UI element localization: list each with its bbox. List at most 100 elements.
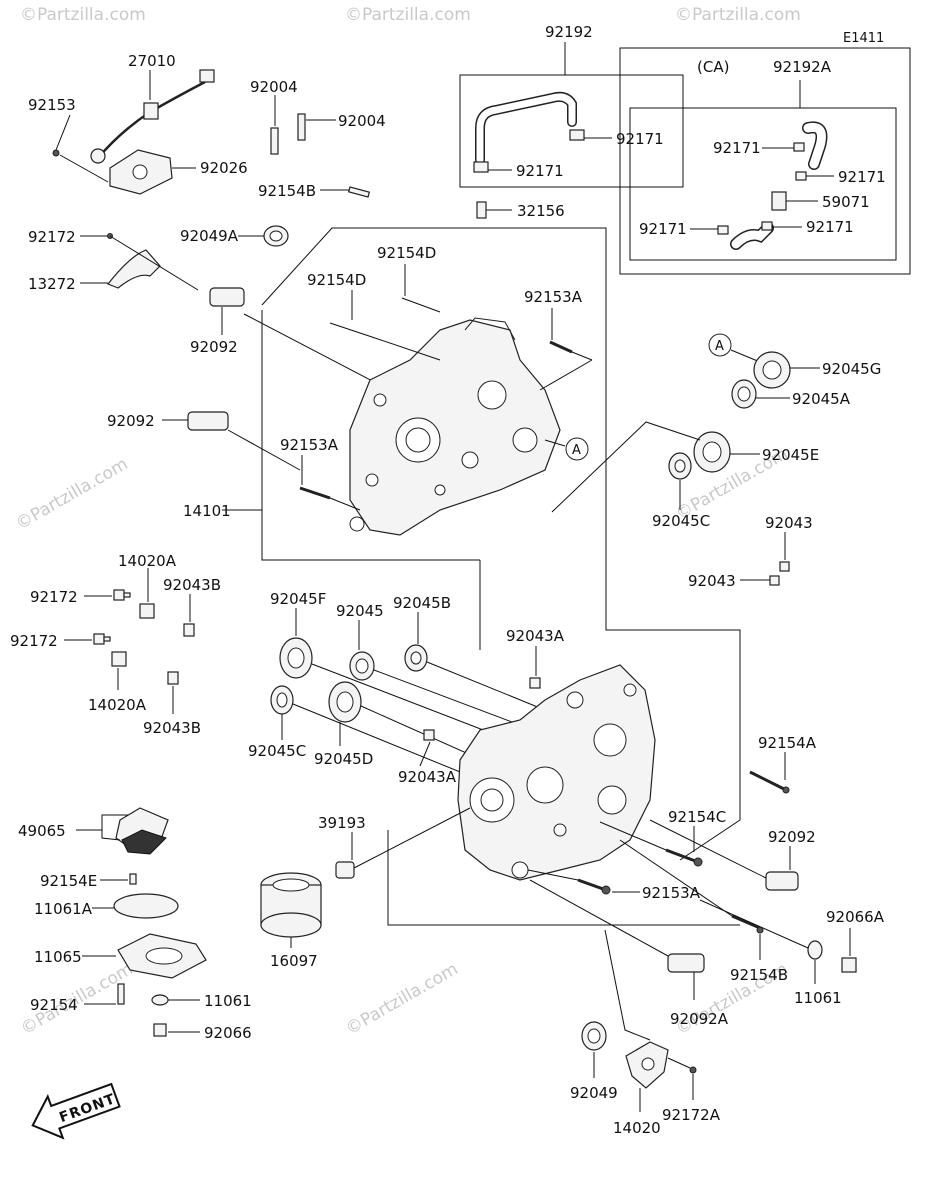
label-11061: 11061: [204, 992, 252, 1010]
label-92154a: 92154A: [758, 734, 817, 752]
label-92045b: 92045B: [393, 594, 451, 612]
label-92092: 92092: [768, 828, 816, 846]
label-92045c: 92045C: [248, 742, 306, 760]
label-92171: 92171: [516, 162, 564, 180]
stud-bolts-92004: [270, 95, 371, 198]
variant-label: (CA): [697, 58, 729, 76]
label-92045f: 92045F: [270, 590, 326, 608]
label-32156: 32156: [517, 202, 565, 220]
label-92043a: 92043A: [506, 627, 565, 645]
plate-13272: [107, 249, 161, 289]
label-11065: 11065: [34, 948, 82, 966]
label-11061a: 11061A: [34, 900, 93, 918]
label-49065: 49065: [18, 822, 66, 840]
label-92092a: 92092A: [670, 1010, 729, 1028]
watermark-text: ©Partzilla.com: [13, 454, 132, 534]
label-92049: 92049: [570, 1084, 618, 1102]
watermark-text: ©Partzilla.com: [343, 959, 462, 1039]
plug-92066a: [841, 957, 857, 973]
sensor-group-27010: [52, 69, 215, 195]
oil-filter-16097: [260, 872, 322, 938]
label-11061: 11061: [794, 989, 842, 1007]
clamp-part: [569, 129, 585, 141]
label-92043: 92043: [765, 514, 813, 532]
label-92045a: 92045A: [792, 390, 851, 408]
label-92043b: 92043B: [143, 719, 201, 737]
label-59071: 59071: [822, 193, 870, 211]
label-92092: 92092: [190, 338, 238, 356]
watermark-text: ©Partzilla.com: [345, 5, 471, 25]
label-27010: 27010: [128, 52, 176, 70]
label-92004: 92004: [250, 78, 298, 96]
hose-box-92192: [459, 42, 684, 188]
label-92154b: 92154B: [258, 182, 316, 200]
label-92153a: 92153A: [524, 288, 583, 306]
label-92153: 92153: [28, 96, 76, 114]
dowel-92043b: [183, 623, 195, 637]
label-39193: 39193: [318, 814, 366, 832]
label-92092: 92092: [107, 412, 155, 430]
clamp-part: [473, 161, 489, 173]
label-92154d: 92154D: [307, 271, 366, 289]
watermark-text: ©Partzilla.com: [20, 5, 146, 25]
label-92171: 92171: [806, 218, 854, 236]
label-92154: 92154: [30, 996, 78, 1014]
plug-39193: [335, 861, 355, 879]
label-16097: 16097: [270, 952, 318, 970]
diagram-code: E1411: [843, 31, 884, 46]
label-92153a: 92153A: [280, 436, 339, 454]
label-92045g: 92045G: [822, 360, 881, 378]
label-92192a: 92192A: [773, 58, 832, 76]
label-13272: 13272: [28, 275, 76, 293]
label-92045c: 92045C: [652, 512, 710, 530]
callout-marker-a: A: [572, 443, 581, 458]
plate-14020a: [139, 603, 155, 619]
label-92043: 92043: [688, 572, 736, 590]
label-14020a: 14020A: [88, 696, 147, 714]
label-92043a: 92043A: [398, 768, 457, 786]
plug-92092a: [667, 953, 705, 973]
ca-variant-box: [619, 47, 911, 275]
label-92172: 92172: [28, 228, 76, 246]
plug-92092: [187, 411, 229, 431]
label-92154e: 92154E: [40, 872, 97, 890]
front-direction-arrow: FRONT: [31, 1082, 121, 1140]
label-92172: 92172: [10, 632, 58, 650]
crankcase-lower: [457, 664, 656, 881]
label-92066: 92066: [204, 1024, 252, 1042]
label-92154c: 92154C: [668, 808, 726, 826]
dowel-32156: [476, 201, 487, 219]
label-92154d: 92154D: [377, 244, 436, 262]
dowel-92043b: [167, 671, 179, 685]
label-92043b: 92043B: [163, 576, 221, 594]
label-92172: 92172: [30, 588, 78, 606]
label-92045e: 92045E: [762, 446, 819, 464]
label-92154b: 92154B: [730, 966, 788, 984]
label-14020: 14020: [613, 1119, 661, 1137]
label-92171: 92171: [616, 130, 664, 148]
label-92045: 92045: [336, 602, 384, 620]
crankcase-upper-14101: [349, 317, 561, 536]
label-92171: 92171: [713, 139, 761, 157]
watermark-text: ©Partzilla.com: [675, 5, 801, 25]
plug-92092: [765, 871, 799, 891]
label-92049a: 92049A: [180, 227, 239, 245]
label-92171: 92171: [838, 168, 886, 186]
plate-14020a: [111, 651, 127, 667]
strainer-49065: [76, 807, 207, 1037]
label-14020a: 14020A: [118, 552, 177, 570]
label-14101: 14101: [183, 502, 231, 520]
label-92172a: 92172A: [662, 1106, 721, 1124]
label-92192: 92192: [545, 23, 593, 41]
label-92153a: 92153A: [642, 884, 701, 902]
plug-92092: [209, 287, 381, 386]
label-92045d: 92045D: [314, 750, 373, 768]
washer-11061: [807, 940, 823, 960]
label-92004: 92004: [338, 112, 386, 130]
label-92171: 92171: [639, 220, 687, 238]
label-92066a: 92066A: [826, 908, 885, 926]
callout-marker-a: A: [715, 339, 724, 354]
upper-case-box: [222, 227, 741, 861]
